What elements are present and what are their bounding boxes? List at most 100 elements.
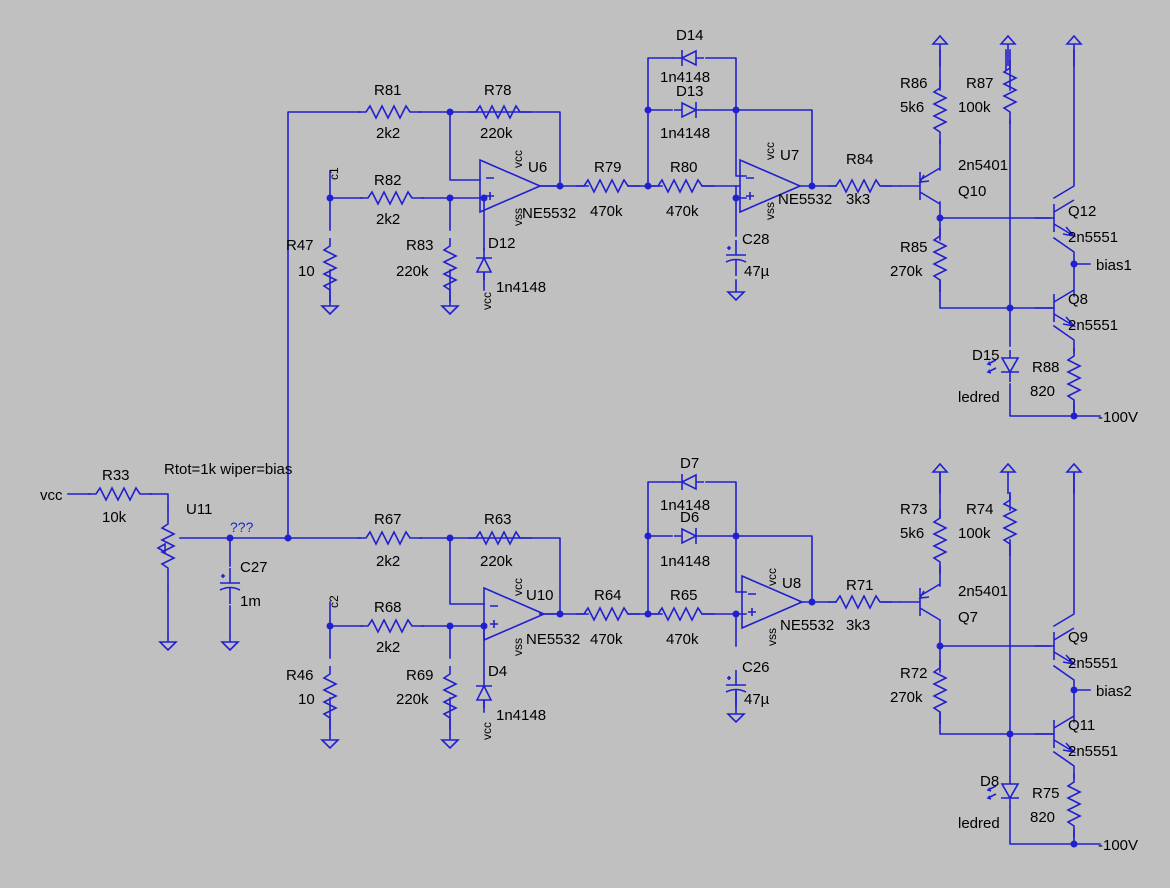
net-bias1: bias1 bbox=[1096, 257, 1132, 274]
label-r79: R79 bbox=[594, 159, 622, 176]
channel-2: R67 2k2 R63 220k R68 2k2 R46 10 R69 220k… bbox=[286, 455, 1138, 854]
transistor-q10 bbox=[899, 167, 941, 205]
svg-text:470k: 470k bbox=[590, 631, 623, 648]
channel-1: R81 2k2 R78 220k R82 2k2 R47 10 R83 220k… bbox=[286, 27, 1138, 539]
resistor-r75 bbox=[1067, 773, 1081, 839]
svg-text:vcc: vcc bbox=[511, 150, 525, 168]
svg-text:vss: vss bbox=[765, 628, 779, 646]
transistor-q7 bbox=[899, 583, 941, 621]
svg-text:1n4148: 1n4148 bbox=[660, 553, 710, 570]
svg-text:470k: 470k bbox=[666, 203, 699, 220]
label-r74: R74 bbox=[966, 501, 994, 518]
label-q10: Q10 bbox=[958, 183, 986, 200]
label-q12: Q12 bbox=[1068, 203, 1096, 220]
label-q9: Q9 bbox=[1068, 629, 1088, 646]
label-r80: R80 bbox=[670, 159, 698, 176]
svg-text:3k3: 3k3 bbox=[846, 617, 870, 634]
svg-text:ledred: ledred bbox=[958, 389, 1000, 406]
label-r68: R68 bbox=[374, 599, 402, 616]
label-q10-model: 2n5401 bbox=[958, 157, 1008, 174]
diode-d4 bbox=[475, 675, 493, 709]
svg-text:820: 820 bbox=[1030, 383, 1055, 400]
net-neg-rail-2: -100V bbox=[1098, 837, 1138, 854]
svg-text:2n5551: 2n5551 bbox=[1068, 317, 1118, 334]
svg-text:5k6: 5k6 bbox=[900, 525, 924, 542]
svg-text:100k: 100k bbox=[958, 99, 991, 116]
label-r72: R72 bbox=[900, 665, 928, 682]
svg-text:vss: vss bbox=[763, 202, 777, 220]
label-r47: R47 bbox=[286, 237, 314, 254]
svg-text:220k: 220k bbox=[480, 125, 513, 142]
svg-text:10: 10 bbox=[298, 263, 315, 280]
label-u8: U8 bbox=[782, 575, 801, 592]
svg-text:vcc: vcc bbox=[765, 568, 779, 586]
diode-d14 bbox=[671, 49, 705, 67]
supply-arrow bbox=[932, 35, 948, 67]
svg-text:47µ: 47µ bbox=[744, 263, 770, 280]
supply-arrow bbox=[932, 463, 948, 495]
svg-text:47µ: 47µ bbox=[744, 691, 770, 708]
svg-text:220k: 220k bbox=[480, 553, 513, 570]
svg-text:2n5551: 2n5551 bbox=[1068, 743, 1118, 760]
svg-text:10k: 10k bbox=[102, 509, 127, 526]
resistor-r67 bbox=[357, 531, 423, 545]
svg-text:220k: 220k bbox=[396, 263, 429, 280]
net-c1: c1 bbox=[327, 167, 341, 180]
label-r75: R75 bbox=[1032, 785, 1060, 802]
label-c26: C26 bbox=[742, 659, 770, 676]
svg-text:5k6: 5k6 bbox=[900, 99, 924, 116]
label-c28: C28 bbox=[742, 231, 770, 248]
svg-text:vss: vss bbox=[511, 208, 525, 226]
svg-text:ledred: ledred bbox=[958, 815, 1000, 832]
svg-text:NE5532: NE5532 bbox=[526, 631, 580, 648]
svg-text:vcc: vcc bbox=[480, 722, 494, 740]
label-q8: Q8 bbox=[1068, 291, 1088, 308]
label-r73: R73 bbox=[900, 501, 928, 518]
label-d14: D14 bbox=[676, 27, 704, 44]
label-r85: R85 bbox=[900, 239, 928, 256]
net-c2: c2 bbox=[327, 595, 341, 608]
label-r46: R46 bbox=[286, 667, 314, 684]
svg-text:2n5551: 2n5551 bbox=[1068, 655, 1118, 672]
label-d13: D13 bbox=[676, 83, 704, 100]
label-u6: U6 bbox=[528, 159, 547, 176]
input-section: vcc R33 10k Rtot=1k wiper=bias U11 ??? C… bbox=[40, 461, 361, 651]
label-r82: R82 bbox=[374, 172, 402, 189]
label-r63: R63 bbox=[484, 511, 512, 528]
label-r71: R71 bbox=[846, 577, 874, 594]
resistor-r73 bbox=[933, 509, 947, 575]
svg-text:vcc: vcc bbox=[480, 292, 494, 310]
svg-text:2k2: 2k2 bbox=[376, 125, 400, 142]
label-d15: D15 bbox=[972, 347, 1000, 364]
label-d12: D12 bbox=[488, 235, 516, 252]
net-vcc: vcc bbox=[40, 487, 63, 504]
resistor-r71 bbox=[827, 595, 893, 609]
svg-text:2n5551: 2n5551 bbox=[1068, 229, 1118, 246]
label-r33: R33 bbox=[102, 467, 130, 484]
label-q7-model: 2n5401 bbox=[958, 583, 1008, 600]
svg-text:820: 820 bbox=[1030, 809, 1055, 826]
label-d7: D7 bbox=[680, 455, 699, 472]
svg-text:1n4148: 1n4148 bbox=[660, 497, 710, 514]
label-u10: U10 bbox=[526, 587, 554, 604]
svg-text:2k2: 2k2 bbox=[376, 211, 400, 228]
label-r87: R87 bbox=[966, 75, 994, 92]
svg-text:470k: 470k bbox=[590, 203, 623, 220]
annotation-rtot: Rtot=1k wiper=bias bbox=[164, 461, 292, 478]
svg-text:1n4148: 1n4148 bbox=[660, 69, 710, 86]
svg-text:vcc: vcc bbox=[763, 142, 777, 160]
label-r65: R65 bbox=[670, 587, 698, 604]
label-r69: R69 bbox=[406, 667, 434, 684]
label-u11: U11 bbox=[186, 501, 212, 518]
resistor-r33 bbox=[87, 487, 153, 501]
label-d4: D4 bbox=[488, 663, 507, 680]
label-r78: R78 bbox=[484, 82, 512, 99]
label-c27: C27 bbox=[240, 559, 268, 576]
label-r84: R84 bbox=[846, 151, 874, 168]
label-r83: R83 bbox=[406, 237, 434, 254]
svg-text:270k: 270k bbox=[890, 263, 923, 280]
label-r81: R81 bbox=[374, 82, 402, 99]
svg-text:2k2: 2k2 bbox=[376, 553, 400, 570]
svg-text:vcc: vcc bbox=[511, 578, 525, 596]
